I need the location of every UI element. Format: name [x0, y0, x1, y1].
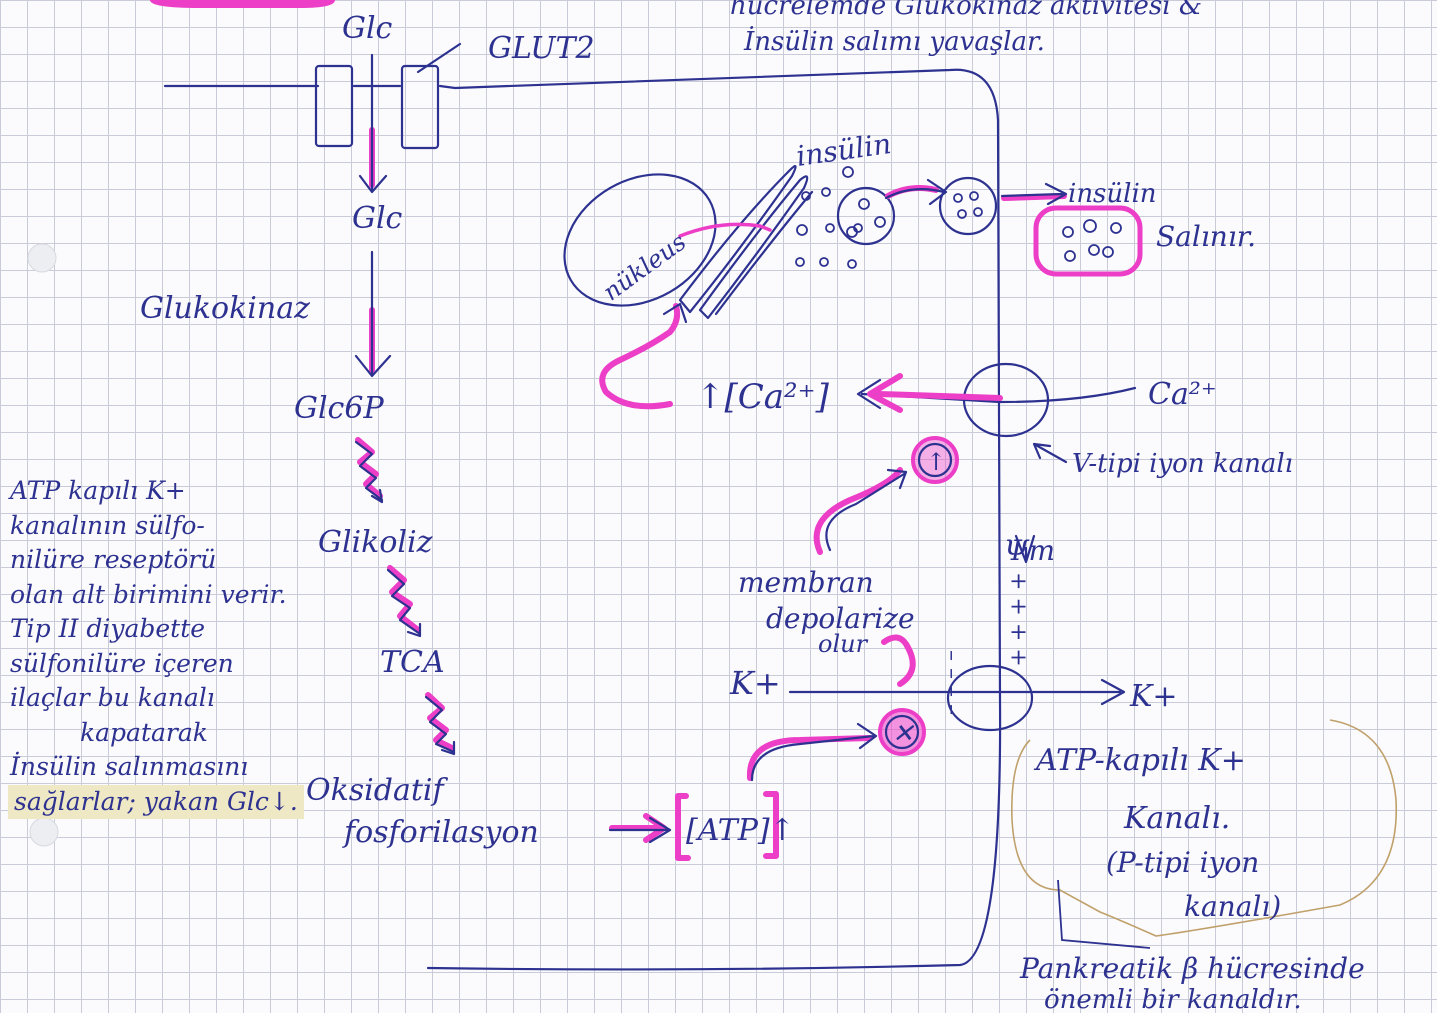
k-outside-label: K+ [1129, 679, 1178, 714]
small-vesicles [795, 166, 858, 269]
top-note-line1: hücrelemde Glukokinaz aktivitesi & [730, 0, 1202, 21]
channel-label-pointer [1032, 442, 1068, 464]
released-insulin-highlight [1033, 205, 1143, 277]
cell-membrane [163, 68, 1002, 971]
atp-label: [ATP]↑ [686, 813, 795, 848]
side-note-line: ilaçlar bu kanalı [10, 683, 215, 712]
atp-arrow [608, 816, 672, 844]
squiggle-ink-3 [424, 695, 456, 756]
katp-channel [946, 664, 1034, 732]
released-label: Salınır. [1156, 220, 1256, 253]
glucokinase-arrow [354, 250, 392, 378]
membrane-potential-label: Ψm [1004, 534, 1055, 567]
glycolysis-label: Glikoliz [318, 525, 433, 560]
atp-brackets-highlight [675, 791, 779, 861]
side-note-line: kanalının sülfo- [10, 510, 205, 540]
insulin-top-label: insülin [794, 127, 893, 173]
minus-signs: – – – – [940, 650, 965, 715]
membrane-label-1: membran [738, 566, 874, 599]
depol-arrow [825, 468, 908, 552]
v-channel-label: V-tipi iyon kanalı [1072, 449, 1293, 479]
glut2-label: GLUT2 [488, 31, 595, 66]
glc-outside-label: Glc [342, 11, 393, 46]
oxphos-label-2: fosforilasyon [342, 815, 539, 850]
tca-squiggle [387, 565, 421, 633]
katp-label-1: ATP-kapılı K+ [1033, 743, 1246, 778]
oxphos-label-1: Oksidatif [306, 773, 449, 808]
ca-inside-label: ↑[Ca²⁺] [696, 377, 830, 417]
side-note: ATP kapılı K+ kanalının sülfo- nilüre re… [8, 474, 330, 819]
glc-entry-arrow [358, 53, 388, 194]
katp-bubble [1011, 719, 1398, 937]
k-block-circle [884, 714, 920, 750]
bottom-note-line2: önemli bir kanaldır. [1044, 985, 1302, 1013]
insulin-out-label: insülin [1068, 179, 1157, 209]
glucokinase-label: Glukokinaz [140, 291, 310, 326]
plus-signs: + + + + [1006, 572, 1031, 667]
exocytosis-arrow [1000, 182, 1068, 206]
ca-outside-label: Ca²⁺ [1148, 377, 1217, 412]
katp-label-4: kanalı) [1184, 890, 1281, 923]
katp-label-3: (P-tipi iyon [1106, 846, 1259, 879]
nucleus-label: nükleus [598, 228, 691, 307]
top-note-line2: İnsülin salımı yavaşlar. [743, 26, 1045, 57]
side-note-line: ATP kapılı K+ [10, 476, 186, 505]
membrane-label-2: depolarize [766, 602, 915, 635]
released-insulin-granules [1062, 219, 1122, 262]
vesicle-cluster [836, 186, 896, 246]
ca-to-secretion-highlight [599, 303, 681, 410]
nucleus [563, 173, 717, 307]
glc-inside-label: Glc [352, 201, 403, 236]
atp-arrow-highlight [609, 813, 667, 843]
depol-highlight [813, 467, 903, 555]
side-note-line: nilüre reseptörü [10, 545, 217, 574]
atp-to-block-arrow [750, 722, 878, 782]
k-efflux-arrow [788, 678, 1126, 706]
binder-hole-bottom [29, 817, 59, 847]
binder-hole-top [27, 243, 57, 273]
side-note-line: Tip II diyabette [10, 614, 206, 643]
channel-open-circle [917, 442, 953, 478]
depolarize-hook [881, 634, 916, 687]
docked-vesicle [938, 176, 998, 236]
squiggle-ink-2 [386, 568, 422, 638]
side-note-line: İnsülin salınmasını [10, 752, 249, 781]
ca-influx-highlight [867, 373, 1003, 413]
side-note-line-highlighted: sağlarlar; yakan Glc↓. [8, 784, 304, 819]
highlighter-blob [150, 0, 335, 8]
ca-influx-arrow [856, 378, 1137, 410]
side-note-line: olan alt birimini verir. [10, 579, 287, 609]
squiggle-ink-1 [354, 440, 384, 504]
golgi-stack [678, 165, 814, 320]
vesicle-transport-arrow [884, 178, 948, 206]
g6p-label: Glc6P [294, 391, 384, 426]
tca-label: TCA [380, 645, 445, 680]
glut2-transporter [314, 42, 462, 150]
k-block-symbol: ✕ [892, 719, 915, 749]
katp-label-2: Kanalı. [1123, 801, 1230, 836]
ca-to-secretion-head [662, 302, 688, 324]
side-note-line: kapatarak [80, 717, 208, 747]
k-inside-label: K+ [729, 664, 781, 702]
exocytosis-highlight [1001, 193, 1067, 201]
atp-to-block-highlight [746, 735, 873, 781]
channel-up-symbol: ↑ [926, 448, 946, 476]
membrane-label-3: olur [818, 630, 869, 658]
side-note-line: sülfonilüre içeren [10, 648, 234, 678]
potential-arrow [1014, 534, 1036, 564]
bubble-pointer [1057, 879, 1151, 949]
bottom-note-line1: Pankreatik β hücresinde [1019, 952, 1365, 985]
